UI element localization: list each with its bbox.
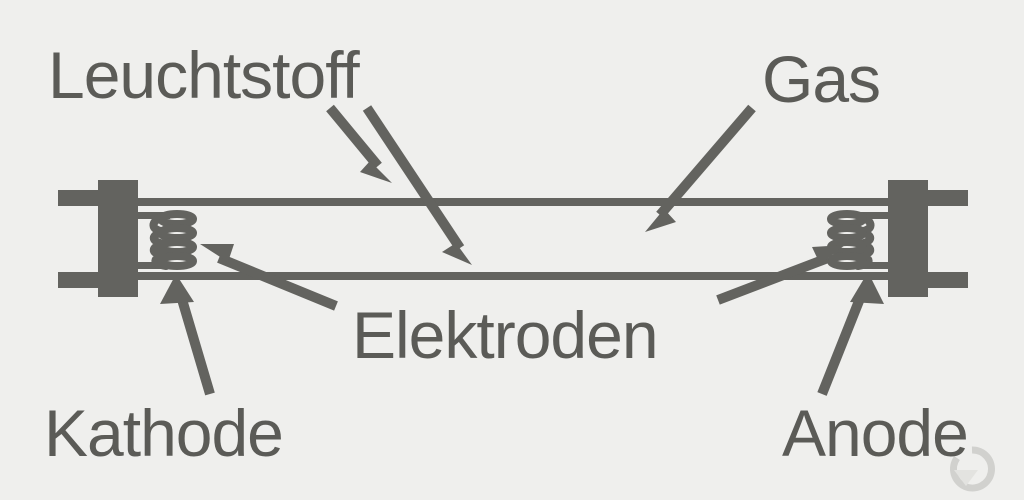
arrow-anode [817,272,884,396]
right-filament-coil [827,210,875,270]
arrow-leuchtstoff-upper [326,104,392,183]
watermark-circular-arrow-icon [950,446,995,492]
right-electrode-anode [827,180,968,297]
left-electrode-cathode [58,180,197,297]
left-filament-lead-bottom [136,262,170,269]
left-filament-coil [149,210,197,270]
right-filament-lead-top [856,212,890,219]
right-filament-lead-bottom [856,262,890,269]
arrow-leuchtstoff-lower [362,105,472,265]
left-filament-lead-top [136,212,170,219]
arrow-elektroden-right [716,245,845,305]
label-elektroden: Elektroden [352,298,658,372]
lamp-tube-body [118,198,908,280]
arrow-elektroden-left [200,244,338,311]
tube-top-wall [118,198,908,206]
label-kathode: Kathode [44,396,283,470]
label-anode: Anode [782,396,968,470]
label-gas: Gas [762,42,880,116]
label-leuchtstoff: Leuchtstoff [48,38,360,112]
arrow-gas [645,104,756,232]
tube-bottom-wall [118,272,908,280]
right-end-cap [888,180,928,297]
left-end-cap [98,180,138,297]
arrow-kathode [160,274,215,396]
